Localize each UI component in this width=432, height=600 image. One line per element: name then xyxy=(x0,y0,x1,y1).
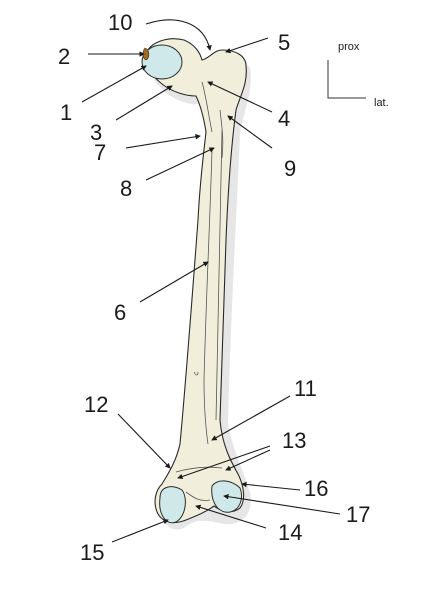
leader-6 xyxy=(139,261,209,303)
femoral-head xyxy=(141,44,183,80)
label-10: 10 xyxy=(108,10,132,35)
leader-lines xyxy=(81,19,341,543)
leader-13a xyxy=(177,445,271,480)
label-15: 15 xyxy=(80,540,104,565)
label-8: 8 xyxy=(120,176,132,201)
leader-8 xyxy=(145,147,215,181)
leader-11 xyxy=(211,395,291,441)
label-9: 9 xyxy=(284,156,296,181)
leader-12 xyxy=(117,413,171,469)
label-11: 11 xyxy=(294,376,317,401)
leader-3 xyxy=(115,85,173,121)
leader-1 xyxy=(81,65,147,103)
leader-14 xyxy=(195,504,267,529)
label-14: 14 xyxy=(278,520,302,545)
gluteal-tuberosity xyxy=(219,109,224,159)
label-2: 2 xyxy=(58,44,70,69)
nutrient-foramen xyxy=(193,371,199,376)
intercondylar-fossa xyxy=(185,491,211,501)
orientation-indicator: prox lat. xyxy=(327,41,389,109)
label-1: 1 xyxy=(60,100,72,125)
pectineal-line xyxy=(215,129,223,421)
leader-9 xyxy=(227,115,273,149)
label-17: 17 xyxy=(346,502,370,527)
linea-aspera xyxy=(203,149,213,445)
orientation-proximal: prox xyxy=(338,41,360,53)
leader-15 xyxy=(111,519,169,543)
intertrochanteric-line xyxy=(201,81,213,133)
label-12: 12 xyxy=(84,392,108,417)
leader-16 xyxy=(241,481,301,491)
label-3: 3 xyxy=(90,120,102,145)
label-7: 7 xyxy=(94,140,106,165)
number-labels: 1 2 3 4 5 6 7 8 9 10 11 12 13 14 15 16 1… xyxy=(58,10,370,565)
label-16: 16 xyxy=(304,476,328,501)
label-4: 4 xyxy=(278,106,290,131)
leader-10 xyxy=(145,19,212,51)
label-6: 6 xyxy=(114,300,126,325)
label-13: 13 xyxy=(282,428,306,453)
leader-5 xyxy=(225,37,269,54)
leader-13b xyxy=(225,449,271,471)
epicondyle-ridge xyxy=(175,466,223,473)
label-5: 5 xyxy=(278,30,290,55)
medial-condyle-surface xyxy=(159,486,186,524)
orientation-axes xyxy=(327,60,366,99)
leader-4 xyxy=(207,81,273,113)
leader-7 xyxy=(125,134,201,149)
orientation-lateral: lat. xyxy=(374,97,389,109)
leader-17 xyxy=(223,493,341,515)
